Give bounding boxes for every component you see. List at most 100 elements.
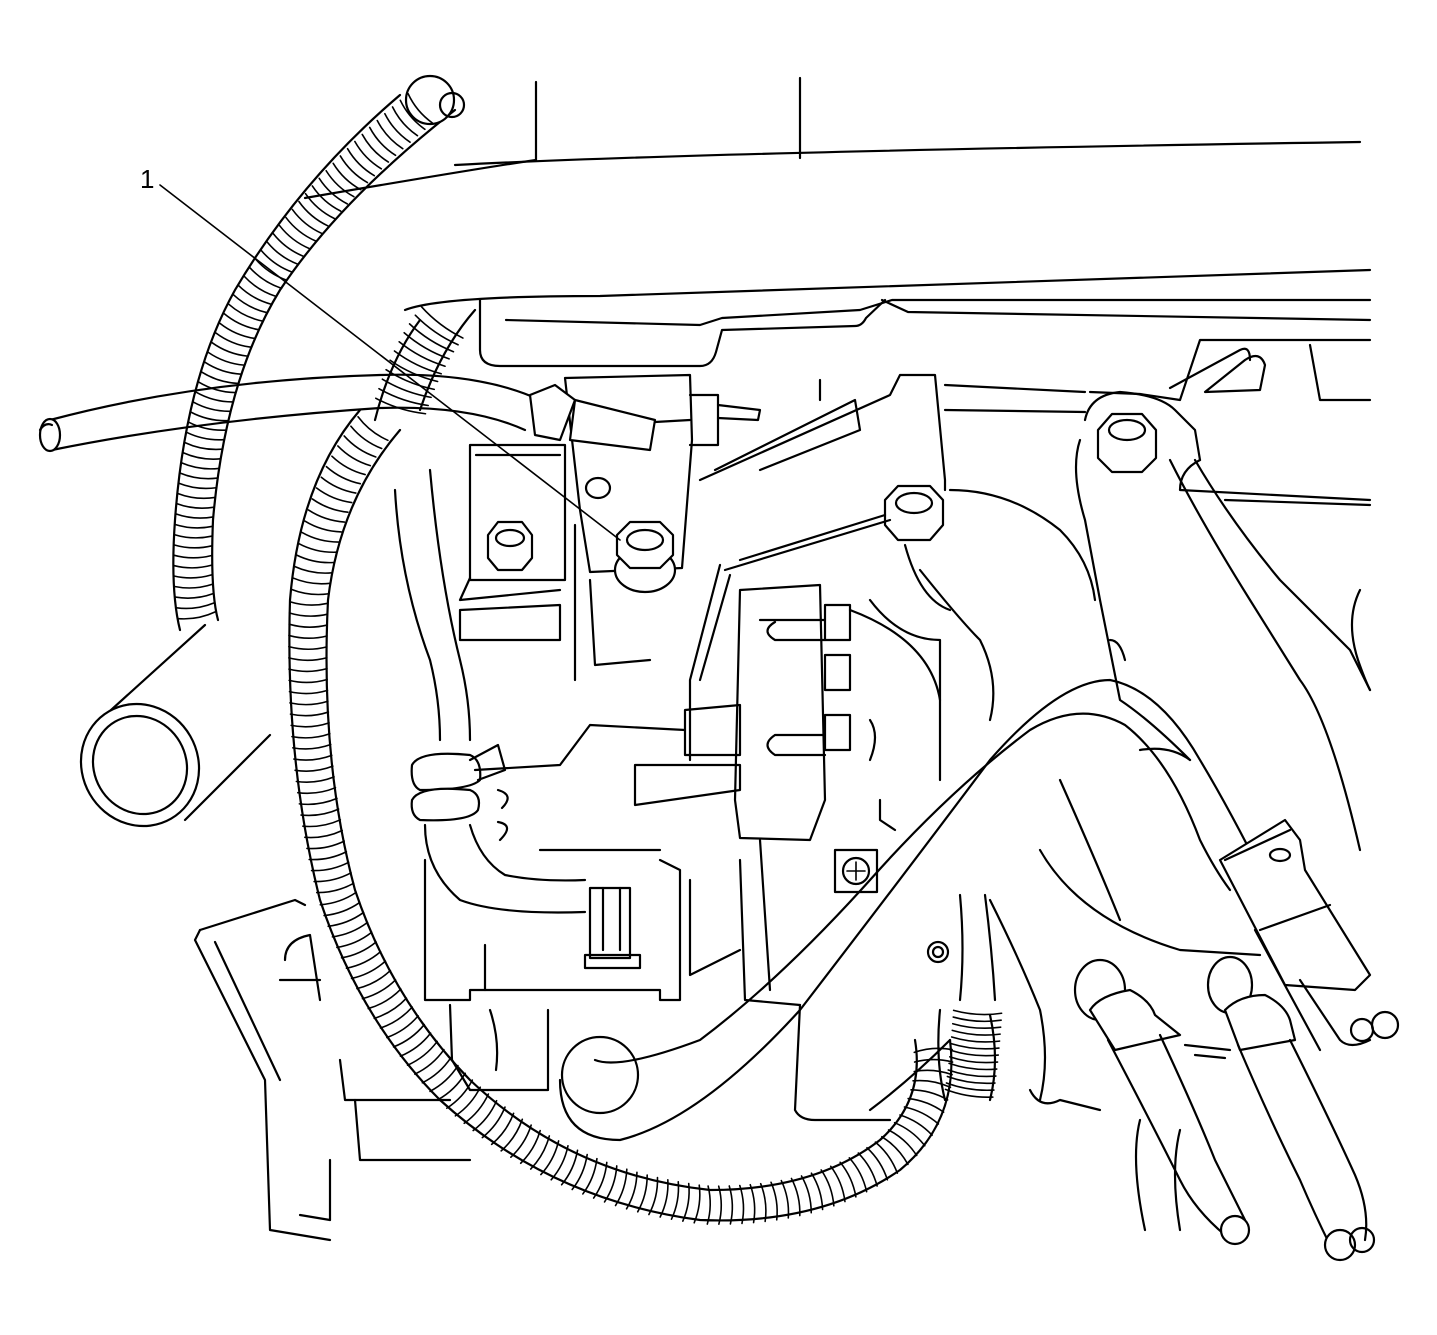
loom-rib [187, 432, 224, 439]
loom-rib [362, 980, 395, 999]
screw-lower [835, 850, 877, 892]
loom-rib [750, 1185, 754, 1223]
loom-rib [404, 333, 449, 359]
loom-rib [492, 1113, 514, 1144]
bolt-bracket-arm [885, 486, 943, 540]
loom-rib [950, 1057, 998, 1063]
loom-rib [895, 1123, 925, 1146]
loom-rib [208, 352, 244, 365]
loom-rib [948, 1070, 996, 1076]
loom-rib [312, 186, 340, 211]
loom-rib [377, 121, 403, 149]
loom-rib [357, 971, 390, 989]
bolt-sensor [615, 522, 675, 592]
loom-rib [531, 1136, 550, 1169]
loom-rib [952, 1030, 1000, 1035]
horizontal-cable [40, 375, 540, 451]
loom-rib [707, 1186, 710, 1224]
loom-rib [175, 524, 213, 528]
loom-rib [344, 436, 376, 457]
loom-rib [953, 1024, 1001, 1029]
loom-rib [385, 114, 410, 142]
loom-rib [950, 1050, 998, 1055]
loom-rib [337, 932, 372, 947]
loom-rib [220, 323, 255, 338]
loom-rib [583, 1159, 597, 1194]
loom-rib [952, 1037, 1000, 1042]
bolt-right [1085, 392, 1200, 472]
loom-rib [649, 1178, 658, 1215]
loom-rib [319, 178, 347, 204]
loom-rib [289, 658, 327, 661]
loom-rib [408, 94, 432, 123]
loom-rib [511, 1125, 531, 1157]
loom-rib [179, 483, 217, 488]
loom-rib [882, 1137, 908, 1165]
loom-rib [295, 766, 333, 771]
loom-rib [175, 584, 213, 588]
loom-rib [761, 1184, 766, 1222]
loom-rib [811, 1173, 822, 1209]
loom-rib [174, 545, 212, 548]
loom-rib [309, 852, 346, 860]
loom-rib [410, 324, 454, 352]
loom-rib [393, 107, 418, 136]
loom-rib [831, 1166, 845, 1201]
loom-rib [320, 892, 356, 904]
loom-rib [196, 392, 233, 402]
loom-rib [771, 1182, 777, 1220]
loom-rib [239, 286, 272, 305]
loom-rib [791, 1178, 799, 1215]
loom-rib [297, 555, 334, 563]
loom-rib [293, 578, 331, 584]
loom-rib [273, 234, 303, 257]
loom-rib [202, 372, 238, 383]
loom-rib [291, 589, 329, 594]
loom-rib [683, 1184, 689, 1222]
loom-rib [317, 488, 352, 503]
bolts [488, 392, 1200, 962]
loom-rib [858, 1153, 877, 1186]
loom-rib [234, 295, 268, 313]
fuel-hose-curved [560, 680, 1398, 1140]
loom-rib [913, 1081, 950, 1088]
loom-rib [321, 477, 356, 493]
loom-rib [292, 734, 330, 738]
loom-rib [342, 942, 377, 958]
loom-rib [189, 422, 226, 430]
loom-rib [370, 127, 396, 155]
loom-rib [229, 304, 263, 321]
loom-rib [267, 242, 298, 264]
coolant-hose-left [59, 625, 270, 848]
loom-rib [289, 624, 327, 627]
loom-rib [305, 521, 341, 532]
loom-rib [951, 1044, 999, 1049]
upper-body-panel [305, 78, 1370, 310]
loom-rib [191, 412, 228, 421]
loom-rib [286, 217, 316, 241]
lower-module-box [425, 840, 800, 1005]
loom-rib [889, 1130, 917, 1156]
loom-rib [840, 1162, 856, 1197]
loom-rib [314, 873, 351, 882]
loom-rib [382, 379, 431, 397]
loom-rib [352, 961, 386, 978]
lower-frame [195, 900, 470, 1240]
loom-rib [551, 1146, 568, 1180]
loom-rib [387, 1016, 418, 1038]
loom-rib [174, 535, 212, 538]
loom-rib [307, 841, 344, 848]
callout-leader-line [160, 185, 620, 540]
loom-rib [296, 777, 334, 782]
loom-rib [299, 201, 328, 225]
loom-rib [386, 370, 434, 390]
loom-rib [290, 602, 328, 605]
loom-rib [904, 1107, 938, 1124]
loom-rib [368, 989, 401, 1008]
loom-rib [464, 1094, 488, 1123]
loom-rib [181, 463, 219, 469]
loom-rib [212, 343, 247, 357]
loom-rib [175, 514, 213, 518]
loom-rib [317, 883, 354, 892]
bolt-left [488, 522, 532, 570]
